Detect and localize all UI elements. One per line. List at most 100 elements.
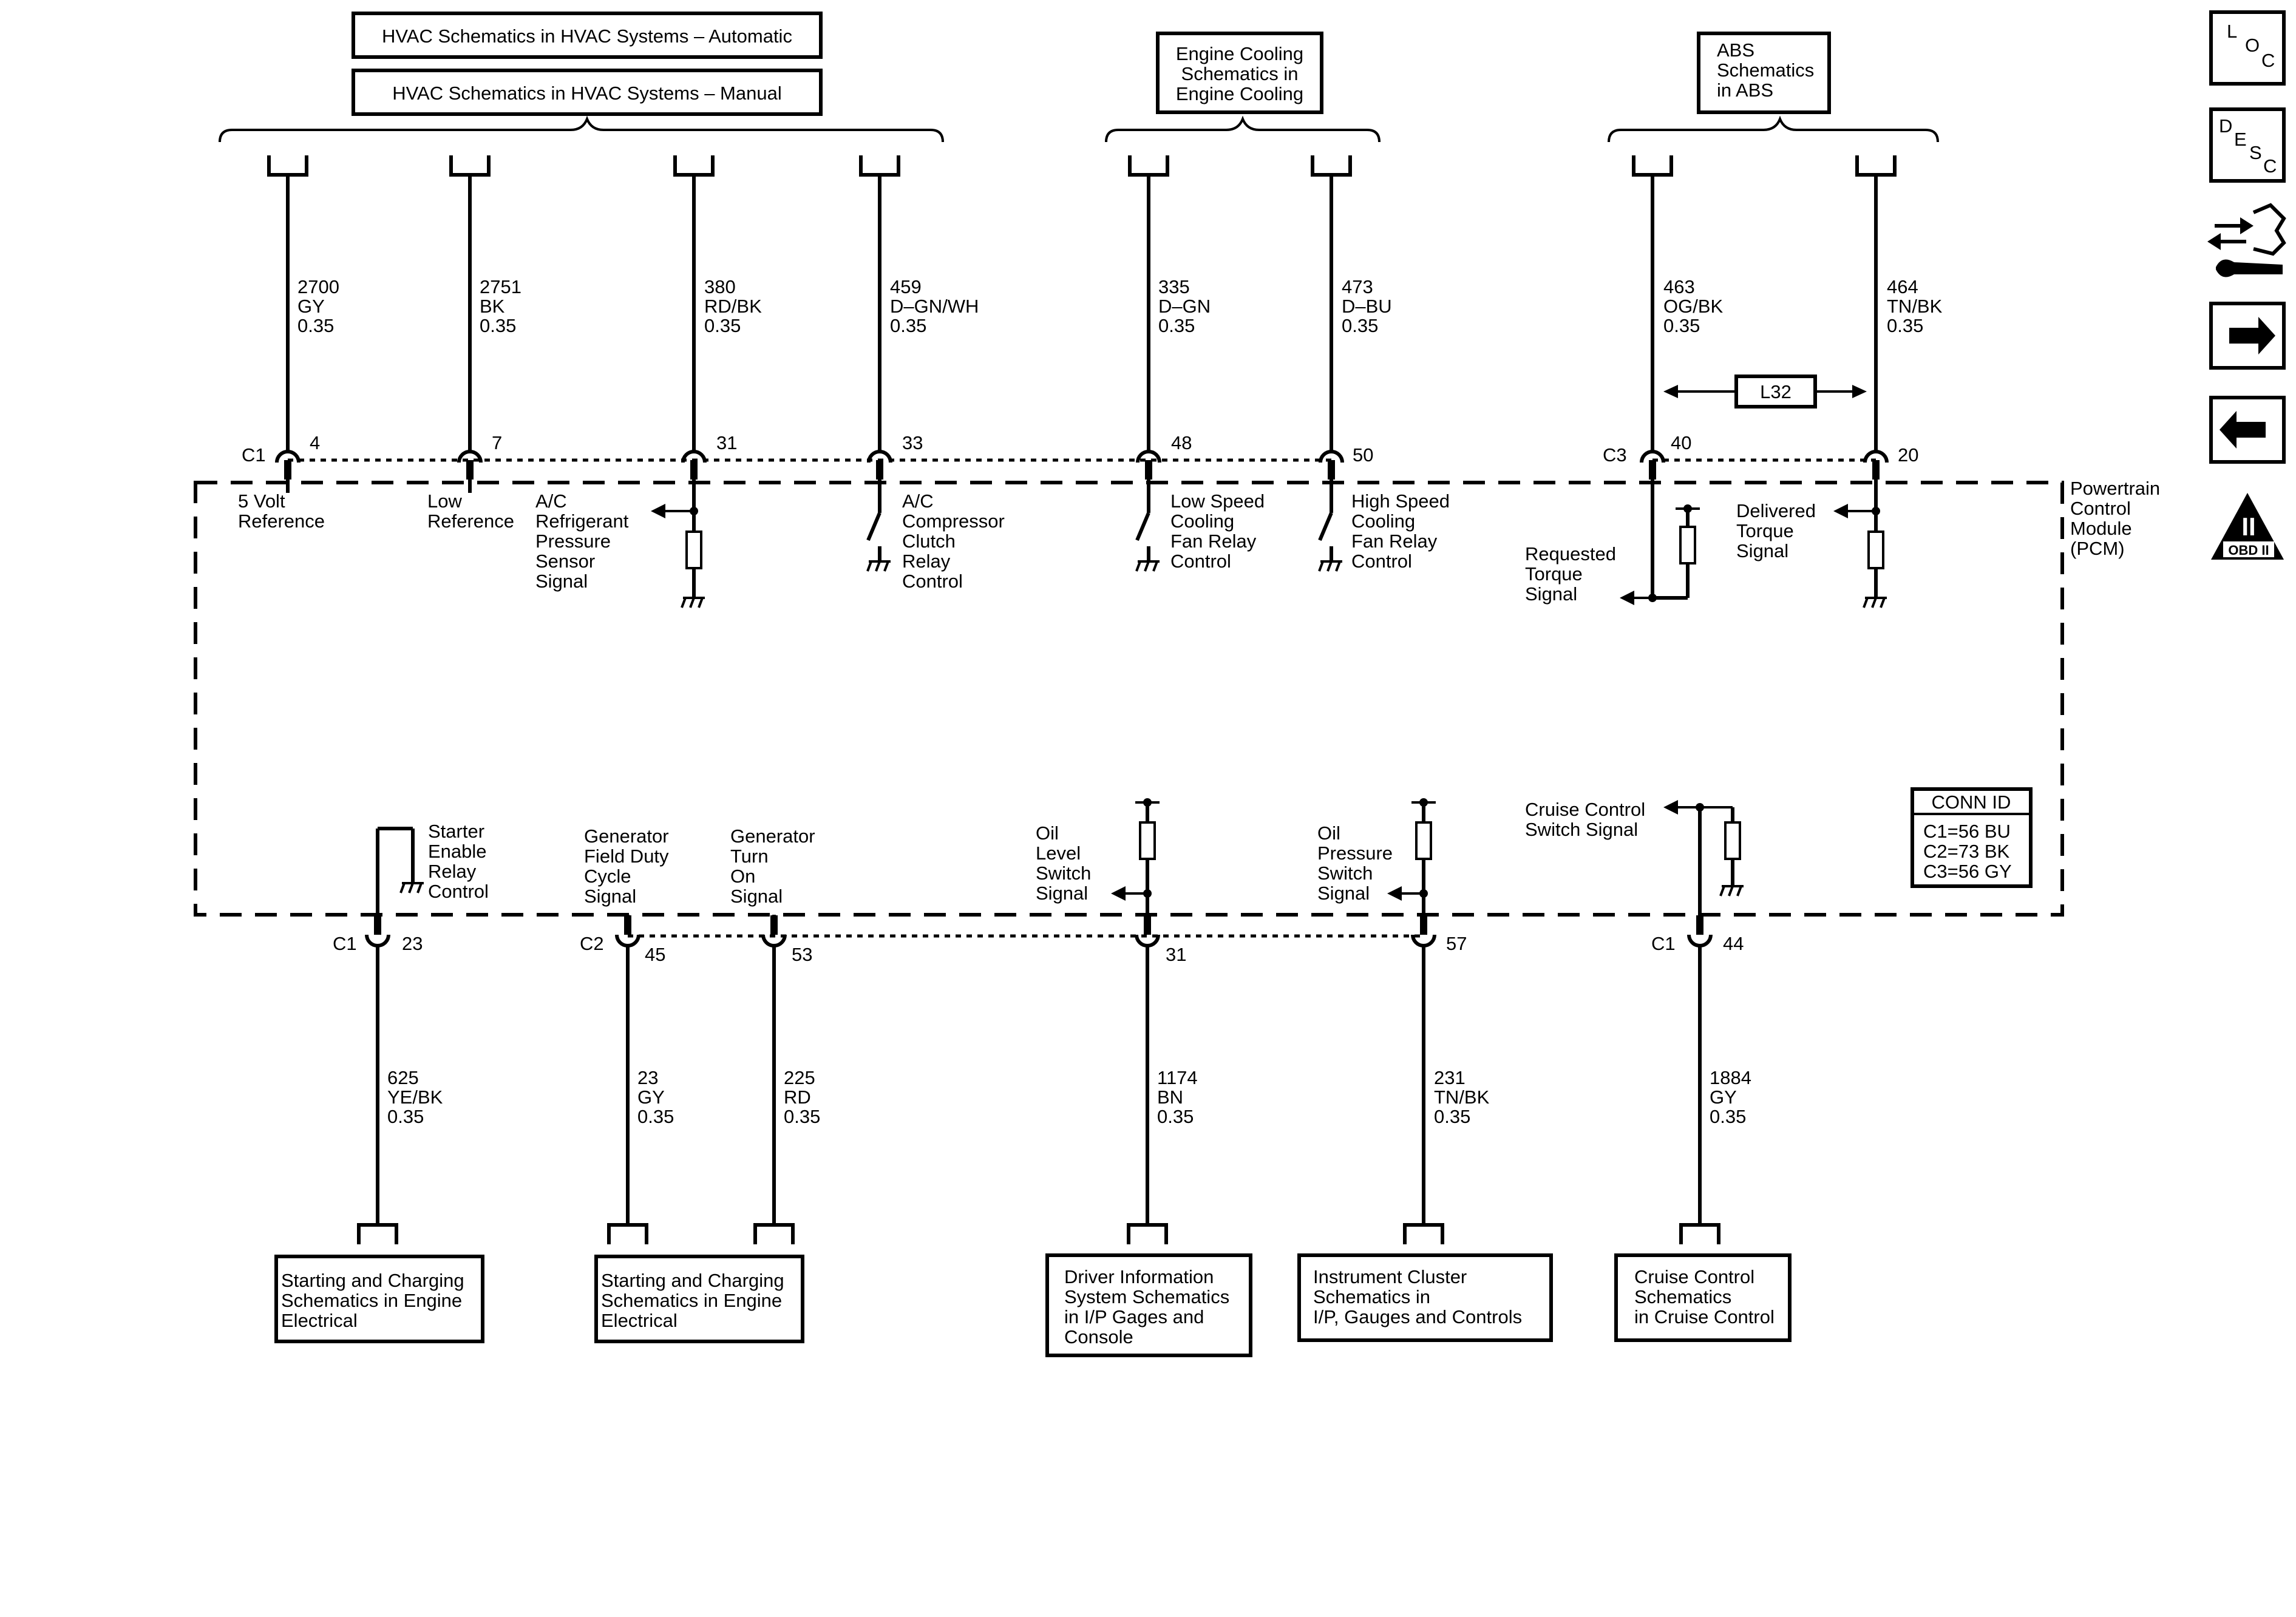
svg-text:0.35: 0.35	[637, 1106, 674, 1127]
bottom-pin-numbers: 23 45 53 31 57 44	[402, 933, 1744, 965]
desc-icon[interactable]: D E S C	[2209, 107, 2286, 183]
svg-text:Control: Control	[2070, 498, 2131, 519]
svg-text:System Schematics: System Schematics	[1064, 1286, 1229, 1307]
driver-information-ref[interactable]: Driver Information System Schematics in …	[1045, 1253, 1252, 1357]
obd-ii-icon[interactable]: II OBD II	[2211, 493, 2284, 560]
svg-text:C: C	[2261, 50, 2275, 71]
engine-cooling-ref[interactable]: Engine Cooling Schematics in Engine Cool…	[1156, 32, 1323, 114]
svg-text:C2: C2	[580, 933, 604, 954]
svg-text:0.35: 0.35	[1157, 1106, 1194, 1127]
starting-charging-ref-2[interactable]: Starting and Charging Schematics in Engi…	[594, 1255, 804, 1343]
svg-text:YE/BK: YE/BK	[387, 1086, 443, 1108]
svg-text:625: 625	[387, 1067, 419, 1088]
svg-text:Torque: Torque	[1525, 563, 1583, 585]
svg-text:A/C: A/C	[902, 490, 934, 512]
svg-text:OG/BK: OG/BK	[1663, 296, 1724, 317]
bottom-internal-labels: Starter Enable Relay Control Generator F…	[428, 799, 1645, 907]
svg-text:Torque: Torque	[1736, 520, 1794, 541]
svg-text:4: 4	[310, 432, 320, 453]
svg-text:Schematics: Schematics	[1634, 1286, 1731, 1307]
svg-text:Requested: Requested	[1525, 543, 1616, 564]
svg-text:Powertrain: Powertrain	[2070, 478, 2160, 499]
instrument-cluster-ref[interactable]: Instrument Cluster Schematics in I/P, Ga…	[1297, 1253, 1553, 1342]
circuit-label-464: 464 TN/BK 0.35	[1887, 276, 1943, 336]
svg-text:RD: RD	[784, 1086, 811, 1108]
svg-text:Pressure: Pressure	[535, 531, 611, 552]
svg-text:Refrigerant: Refrigerant	[535, 510, 629, 532]
svg-text:L32: L32	[1760, 381, 1792, 402]
svg-text:0.35: 0.35	[1434, 1106, 1470, 1127]
svg-text:Signal: Signal	[1525, 583, 1577, 605]
svg-text:Sensor: Sensor	[535, 551, 595, 572]
svg-text:Cooling: Cooling	[1351, 510, 1415, 532]
top-braces	[219, 115, 1939, 143]
svg-text:Control: Control	[902, 571, 963, 592]
svg-text:Instrument Cluster: Instrument Cluster	[1313, 1266, 1467, 1287]
svg-text:C: C	[2263, 155, 2277, 177]
svg-text:1174: 1174	[1157, 1067, 1198, 1088]
bottom-connector-row: C1 C2 C1	[333, 933, 1676, 954]
svg-text:Schematics in: Schematics in	[1313, 1286, 1430, 1307]
svg-text:225: 225	[784, 1067, 815, 1088]
conn-id-table: CONN ID C1=56 BU C2=73 BK C3=56 GY	[1911, 787, 2033, 888]
svg-text:in ABS: in ABS	[1717, 80, 1773, 101]
svg-text:Schematics in Engine: Schematics in Engine	[281, 1290, 462, 1311]
svg-text:459: 459	[890, 276, 922, 297]
svg-text:Signal: Signal	[1036, 883, 1088, 904]
svg-text:23: 23	[402, 933, 423, 954]
svg-text:Pressure: Pressure	[1317, 842, 1393, 864]
svg-text:I/P, Gauges and Controls: I/P, Gauges and Controls	[1313, 1306, 1522, 1327]
loc-icon[interactable]: L O C	[2209, 10, 2286, 86]
svg-text:Console: Console	[1064, 1326, 1133, 1348]
svg-text:Starting and Charging: Starting and Charging	[601, 1270, 784, 1291]
forward-arrow-icon[interactable]	[2209, 302, 2286, 370]
pcm-module-name: Powertrain Control Module (PCM)	[2070, 478, 2160, 559]
svg-text:Cooling: Cooling	[1170, 510, 1234, 532]
svg-text:Low: Low	[427, 490, 462, 512]
svg-text:Low Speed: Low Speed	[1170, 490, 1265, 512]
starting-charging-ref-1[interactable]: Starting and Charging Schematics in Engi…	[274, 1255, 484, 1343]
svg-text:0.35: 0.35	[704, 315, 741, 336]
svg-text:HVAC Schematics in HVAC System: HVAC Schematics in HVAC Systems – Automa…	[382, 25, 792, 47]
svg-text:Starter: Starter	[428, 821, 484, 842]
svg-text:C1: C1	[242, 444, 266, 466]
svg-text:Schematics in: Schematics in	[1181, 63, 1299, 84]
cruise-control-ref[interactable]: Cruise Control Schematics in Cruise Cont…	[1614, 1253, 1792, 1342]
svg-text:Oil: Oil	[1317, 822, 1340, 844]
svg-text:Switch Signal: Switch Signal	[1525, 819, 1638, 840]
svg-text:C2=73 BK: C2=73 BK	[1923, 841, 2010, 862]
svg-text:E: E	[2234, 129, 2247, 150]
svg-text:0.35: 0.35	[1663, 315, 1700, 336]
circuit-label-473: 473 D–BU 0.35	[1342, 276, 1392, 336]
svg-text:II: II	[2241, 512, 2255, 541]
svg-text:Driver Information: Driver Information	[1064, 1266, 1214, 1287]
svg-text:0.35: 0.35	[1887, 315, 1923, 336]
svg-text:0.35: 0.35	[1158, 315, 1195, 336]
hvac-manual-ref[interactable]: HVAC Schematics in HVAC Systems – Manual	[352, 69, 823, 116]
svg-text:O: O	[2245, 35, 2260, 56]
svg-text:463: 463	[1663, 276, 1695, 297]
svg-text:Relay: Relay	[428, 861, 477, 882]
svg-text:RD/BK: RD/BK	[704, 296, 762, 317]
svg-text:Engine Cooling: Engine Cooling	[1176, 43, 1303, 64]
hvac-auto-ref[interactable]: HVAC Schematics in HVAC Systems – Automa…	[352, 12, 823, 59]
svg-text:45: 45	[645, 944, 665, 965]
svg-text:On: On	[730, 866, 755, 887]
abs-ref[interactable]: ABS Schematics in ABS	[1697, 32, 1831, 114]
svg-text:Signal: Signal	[1317, 883, 1370, 904]
svg-text:48: 48	[1171, 432, 1192, 453]
svg-text:Clutch: Clutch	[902, 531, 956, 552]
svg-text:23: 23	[637, 1067, 658, 1088]
connector-repair-icon[interactable]	[2207, 203, 2286, 277]
back-arrow-icon[interactable]	[2209, 396, 2286, 464]
svg-text:TN/BK: TN/BK	[1887, 296, 1943, 317]
svg-text:Starting and Charging: Starting and Charging	[281, 1270, 464, 1291]
bottom-internal-circuitry	[376, 798, 1744, 924]
svg-text:0.35: 0.35	[297, 315, 334, 336]
svg-text:5 Volt: 5 Volt	[238, 490, 285, 512]
svg-text:Fan Relay: Fan Relay	[1351, 531, 1438, 552]
circuit-label-380: 380 RD/BK 0.35	[704, 276, 762, 336]
svg-text:Field Duty: Field Duty	[584, 846, 669, 867]
svg-text:(PCM): (PCM)	[2070, 538, 2125, 559]
